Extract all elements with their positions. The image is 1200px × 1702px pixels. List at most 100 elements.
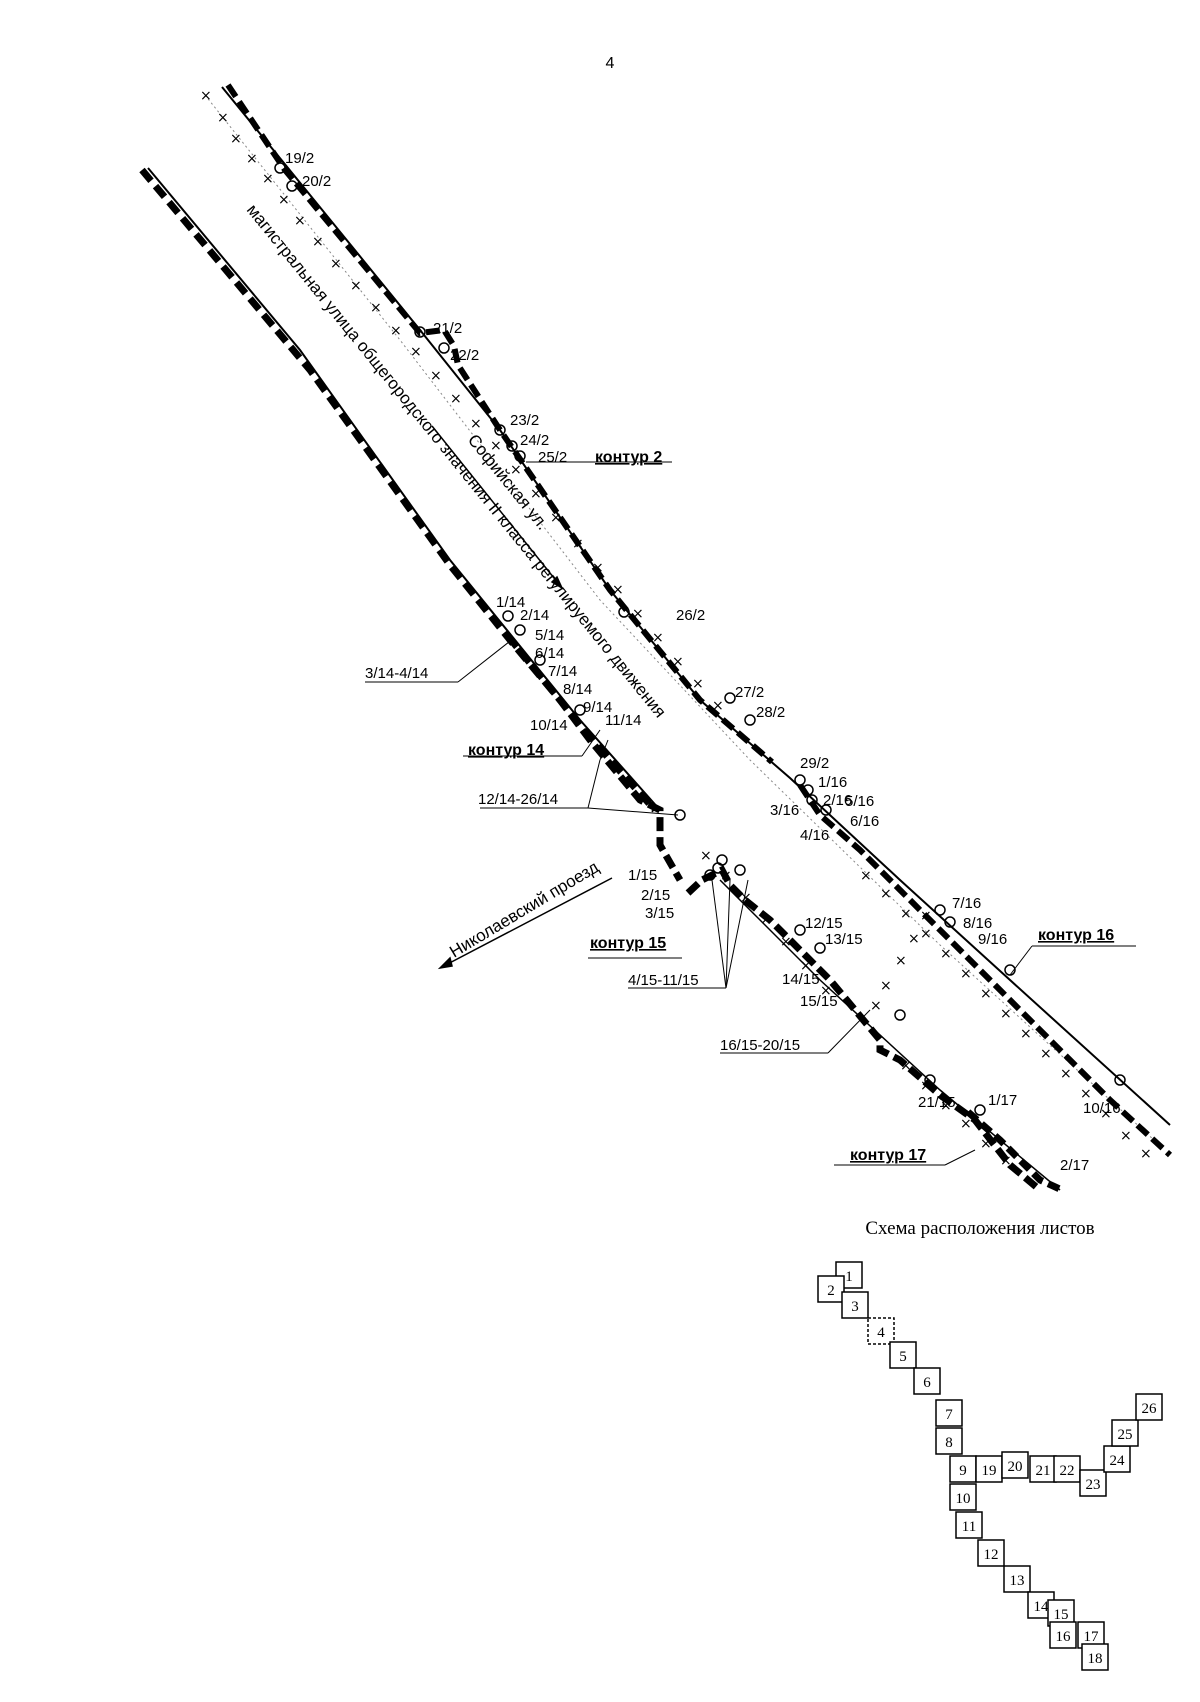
point-label: 3/15 <box>645 905 674 922</box>
page-number: 4 <box>606 55 615 72</box>
sheet-number-17: 17 <box>1084 1629 1100 1645</box>
street-label-nikolaevsky: Николаевский проезд <box>446 857 602 961</box>
point-label: 9/16 <box>978 931 1007 948</box>
svg-text:×: × <box>1120 1128 1132 1144</box>
sheet-number-8: 8 <box>945 1435 953 1451</box>
sheet-box-3 <box>841 1291 869 1319</box>
svg-text:×: × <box>740 890 752 906</box>
point-label: 1/14 <box>496 594 525 611</box>
point-label: 19/2 <box>285 150 314 167</box>
svg-text:×: × <box>870 998 882 1014</box>
point-label: 1/15 <box>628 867 657 884</box>
point-label: 23/2 <box>510 412 539 429</box>
point-label: 27/2 <box>735 684 764 701</box>
svg-text:×: × <box>672 654 684 670</box>
sheet-box-26 <box>1135 1393 1163 1421</box>
point-label: 4/16 <box>800 827 829 844</box>
svg-text:×: × <box>370 300 382 316</box>
street-boundary-ne <box>221 86 1171 1126</box>
sheet-number-2: 2 <box>827 1283 835 1299</box>
point-label: 29/2 <box>800 755 829 772</box>
sheet-number-7: 7 <box>945 1407 953 1423</box>
point-label: 2/15 <box>641 887 670 904</box>
svg-text:×: × <box>880 978 892 994</box>
svg-text:×: × <box>470 416 482 432</box>
svg-text:×: × <box>312 234 324 250</box>
svg-text:×: × <box>860 868 872 884</box>
sheet-box-24 <box>1103 1445 1131 1473</box>
street-inner-line <box>204 94 1166 1151</box>
sheet-number-21: 21 <box>1036 1463 1051 1479</box>
sheet-number-24: 24 <box>1110 1453 1126 1469</box>
point-label: 2/17 <box>1060 1157 1089 1174</box>
sheet-box-22 <box>1053 1455 1081 1483</box>
sheet-number-19: 19 <box>982 1463 997 1479</box>
point-label: 6/16 <box>850 813 879 830</box>
leader-lines <box>365 461 1136 1166</box>
contour-2-line <box>225 83 774 765</box>
contour-16-label: контур 16 <box>1038 927 1114 944</box>
svg-text:×: × <box>490 438 502 454</box>
svg-text:×: × <box>1000 1153 1012 1169</box>
svg-text:×: × <box>200 88 212 104</box>
svg-text:×: × <box>652 630 664 646</box>
sheet-number-15: 15 <box>1054 1607 1069 1623</box>
point-label: 21/2 <box>433 320 462 337</box>
svg-text:×: × <box>1020 1026 1032 1042</box>
sheet-number-25: 25 <box>1118 1427 1133 1443</box>
point-label: 3/16 <box>770 802 799 819</box>
contour-2-label: контур 2 <box>595 449 662 466</box>
svg-text:×: × <box>908 931 920 947</box>
svg-text:×: × <box>1140 1146 1152 1162</box>
point-label: 7/14 <box>548 663 577 680</box>
svg-text:×: × <box>530 486 542 502</box>
sheet-number-12: 12 <box>984 1547 999 1563</box>
point-label: 21/15 <box>918 1094 956 1111</box>
point-label: 25/2 <box>538 449 567 466</box>
svg-text:×: × <box>780 934 792 950</box>
contour-17-line <box>965 1109 1064 1194</box>
point-label: 10/16 <box>1083 1100 1121 1117</box>
sheet-box-5 <box>889 1341 917 1369</box>
sheet-number-23: 23 <box>1086 1477 1101 1493</box>
svg-text:×: × <box>294 213 306 229</box>
point-label: 3/14-4/14 <box>365 665 428 682</box>
sheet-number-5: 5 <box>899 1349 907 1365</box>
sheet-number-11: 11 <box>962 1519 976 1535</box>
sheet-box-12 <box>977 1539 1005 1567</box>
point-label: 2/16 <box>823 792 852 809</box>
point-label: 7/16 <box>952 895 981 912</box>
svg-text:×: × <box>217 110 229 126</box>
sheet-number-9: 9 <box>959 1463 967 1479</box>
svg-text:×: × <box>895 953 907 969</box>
svg-text:×: × <box>1040 1046 1052 1062</box>
sheet-box-16 <box>1049 1621 1077 1649</box>
point-label: 11/14 <box>605 712 641 729</box>
point-label: 22/2 <box>450 347 479 364</box>
sheet-box-19 <box>975 1455 1003 1483</box>
contour-15-label: контур 15 <box>590 935 666 952</box>
sheet-box-23 <box>1079 1469 1107 1497</box>
svg-text:×: × <box>900 1058 912 1074</box>
point-label: 5/16 <box>845 793 874 810</box>
point-label: 9/14 <box>583 699 612 716</box>
svg-text:×: × <box>700 848 712 864</box>
sheet-number-16: 16 <box>1056 1629 1072 1645</box>
point-label: 1/16 <box>818 774 847 791</box>
sheet-box-20 <box>1001 1451 1029 1479</box>
svg-text:×: × <box>980 986 992 1002</box>
svg-text:×: × <box>430 368 442 384</box>
sheet-box-6 <box>913 1367 941 1395</box>
sheet-box-25 <box>1111 1419 1139 1447</box>
svg-text:×: × <box>1000 1006 1012 1022</box>
point-label: 5/14 <box>535 627 564 644</box>
sheet-number-22: 22 <box>1060 1463 1075 1479</box>
sheet-box-8 <box>935 1427 963 1455</box>
svg-text:×: × <box>1100 1106 1112 1122</box>
svg-text:×: × <box>246 151 258 167</box>
svg-text:×: × <box>940 1098 952 1114</box>
contour-15-line <box>685 865 1043 1193</box>
point-markers <box>274 162 1126 1116</box>
direction-arrows <box>431 425 613 970</box>
sheet-number-4: 4 <box>877 1325 885 1341</box>
